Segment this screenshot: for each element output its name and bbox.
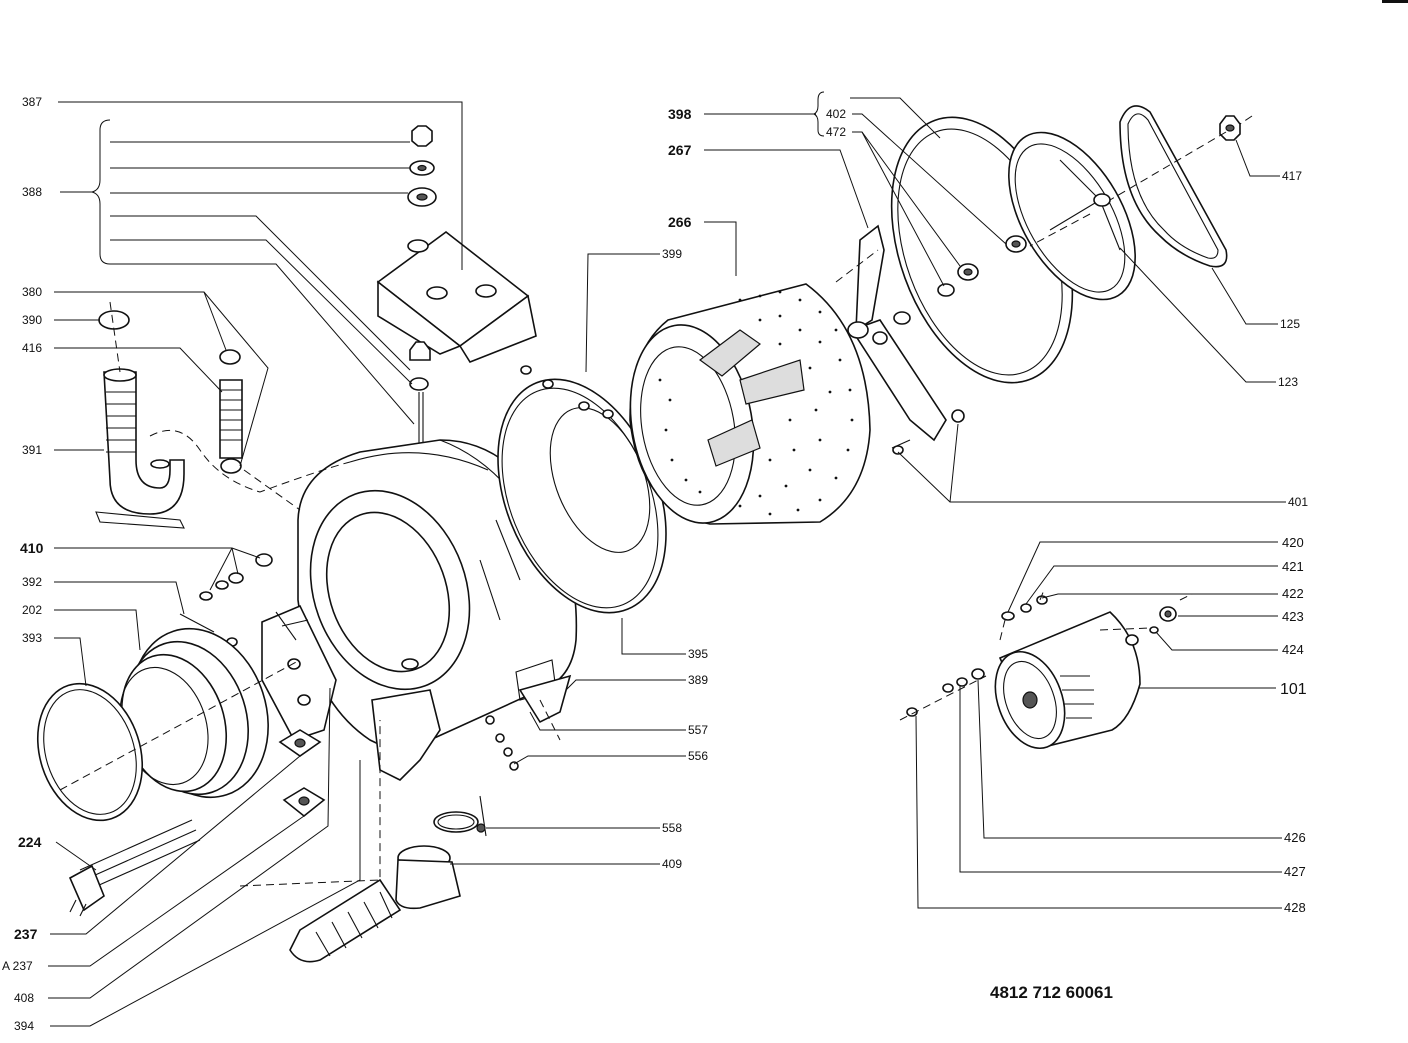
callout-426: 426 [1284, 830, 1306, 845]
callout-427: 427 [1284, 864, 1306, 879]
callout-399: 399 [662, 247, 682, 261]
callout-417: 417 [1282, 169, 1302, 183]
callout-424: 424 [1282, 642, 1304, 657]
door-seal-clamp-part [36, 682, 144, 822]
callout-423: 423 [1282, 609, 1304, 624]
bolts-and-washers-part [179, 553, 273, 647]
callout-380: 380 [22, 285, 42, 299]
leader-lines [48, 91, 1286, 1027]
callout-202: 202 [22, 603, 42, 617]
sump-pipe-part [289, 845, 461, 963]
sump-clamp-part [433, 795, 487, 837]
callout-420: 420 [1282, 535, 1304, 550]
callout-408: 408 [14, 991, 34, 1005]
heating-element-part [68, 819, 201, 917]
tub-bracket-part [518, 674, 572, 724]
callout-557: 557 [688, 723, 708, 737]
callout-393: 393 [22, 631, 42, 645]
pressure-hose-part [219, 349, 243, 474]
callout-395: 395 [688, 647, 708, 661]
callout-394: 394 [14, 1019, 34, 1033]
front-bracket-part [261, 604, 337, 741]
pulley-nut-part [1219, 115, 1241, 141]
callout-416: 416 [22, 341, 42, 355]
ring-fasteners-part [520, 365, 614, 419]
perforated-drum-part [629, 283, 871, 525]
sump-hose-part [95, 368, 185, 529]
callout-421: 421 [1282, 559, 1304, 574]
callout-390: 390 [22, 313, 42, 327]
callout-428: 428 [1284, 900, 1306, 915]
drum-pulley-part [1008, 131, 1136, 301]
assembly-axis-lines [59, 115, 1253, 887]
callout-472: 472 [826, 125, 846, 139]
door-seal-part [119, 627, 269, 799]
callout-398: 398 [668, 106, 692, 122]
callout-402: 402 [826, 107, 846, 121]
nut-and-washers-part [407, 125, 437, 207]
callout-237: 237 [14, 926, 38, 942]
callout-389: 389 [688, 673, 708, 687]
callout-388: 388 [22, 185, 42, 199]
bolt-part [409, 341, 431, 444]
tub-screws-part [485, 715, 519, 771]
catalog-number: 4812 712 60061 [990, 983, 1113, 1002]
callout-558: 558 [662, 821, 682, 835]
callout-266: 266 [668, 214, 692, 230]
callout-A237: A 237 [2, 959, 33, 973]
callout-labels: 387 388 380 390 416 391 410 392 202 393 … [2, 95, 1308, 1033]
motor-fasteners-part [906, 595, 1177, 717]
callout-409: 409 [662, 857, 682, 871]
callout-387: 387 [22, 95, 42, 109]
callout-267: 267 [668, 142, 692, 158]
heater-seal-part [278, 729, 326, 818]
drum-bracket-arm-part [847, 224, 965, 455]
callout-123: 123 [1278, 375, 1298, 389]
callout-392: 392 [22, 575, 42, 589]
hose-clamp-ring-part [98, 310, 130, 330]
drive-belt-inner [1127, 113, 1219, 259]
callout-224: 224 [18, 834, 42, 850]
callout-410: 410 [20, 540, 44, 556]
counterweight-block-part [376, 230, 537, 363]
motor-part [994, 611, 1141, 750]
corner-mark [1382, 0, 1408, 3]
callout-125: 125 [1280, 317, 1300, 331]
drum-perforations [658, 290, 854, 516]
outer-tub-part [297, 439, 578, 781]
drive-belt-part [1119, 105, 1228, 268]
callout-391: 391 [22, 443, 42, 457]
callout-556: 556 [688, 749, 708, 763]
callout-422: 422 [1282, 586, 1304, 601]
callout-401: 401 [1288, 495, 1308, 509]
callout-101: 101 [1280, 681, 1307, 698]
